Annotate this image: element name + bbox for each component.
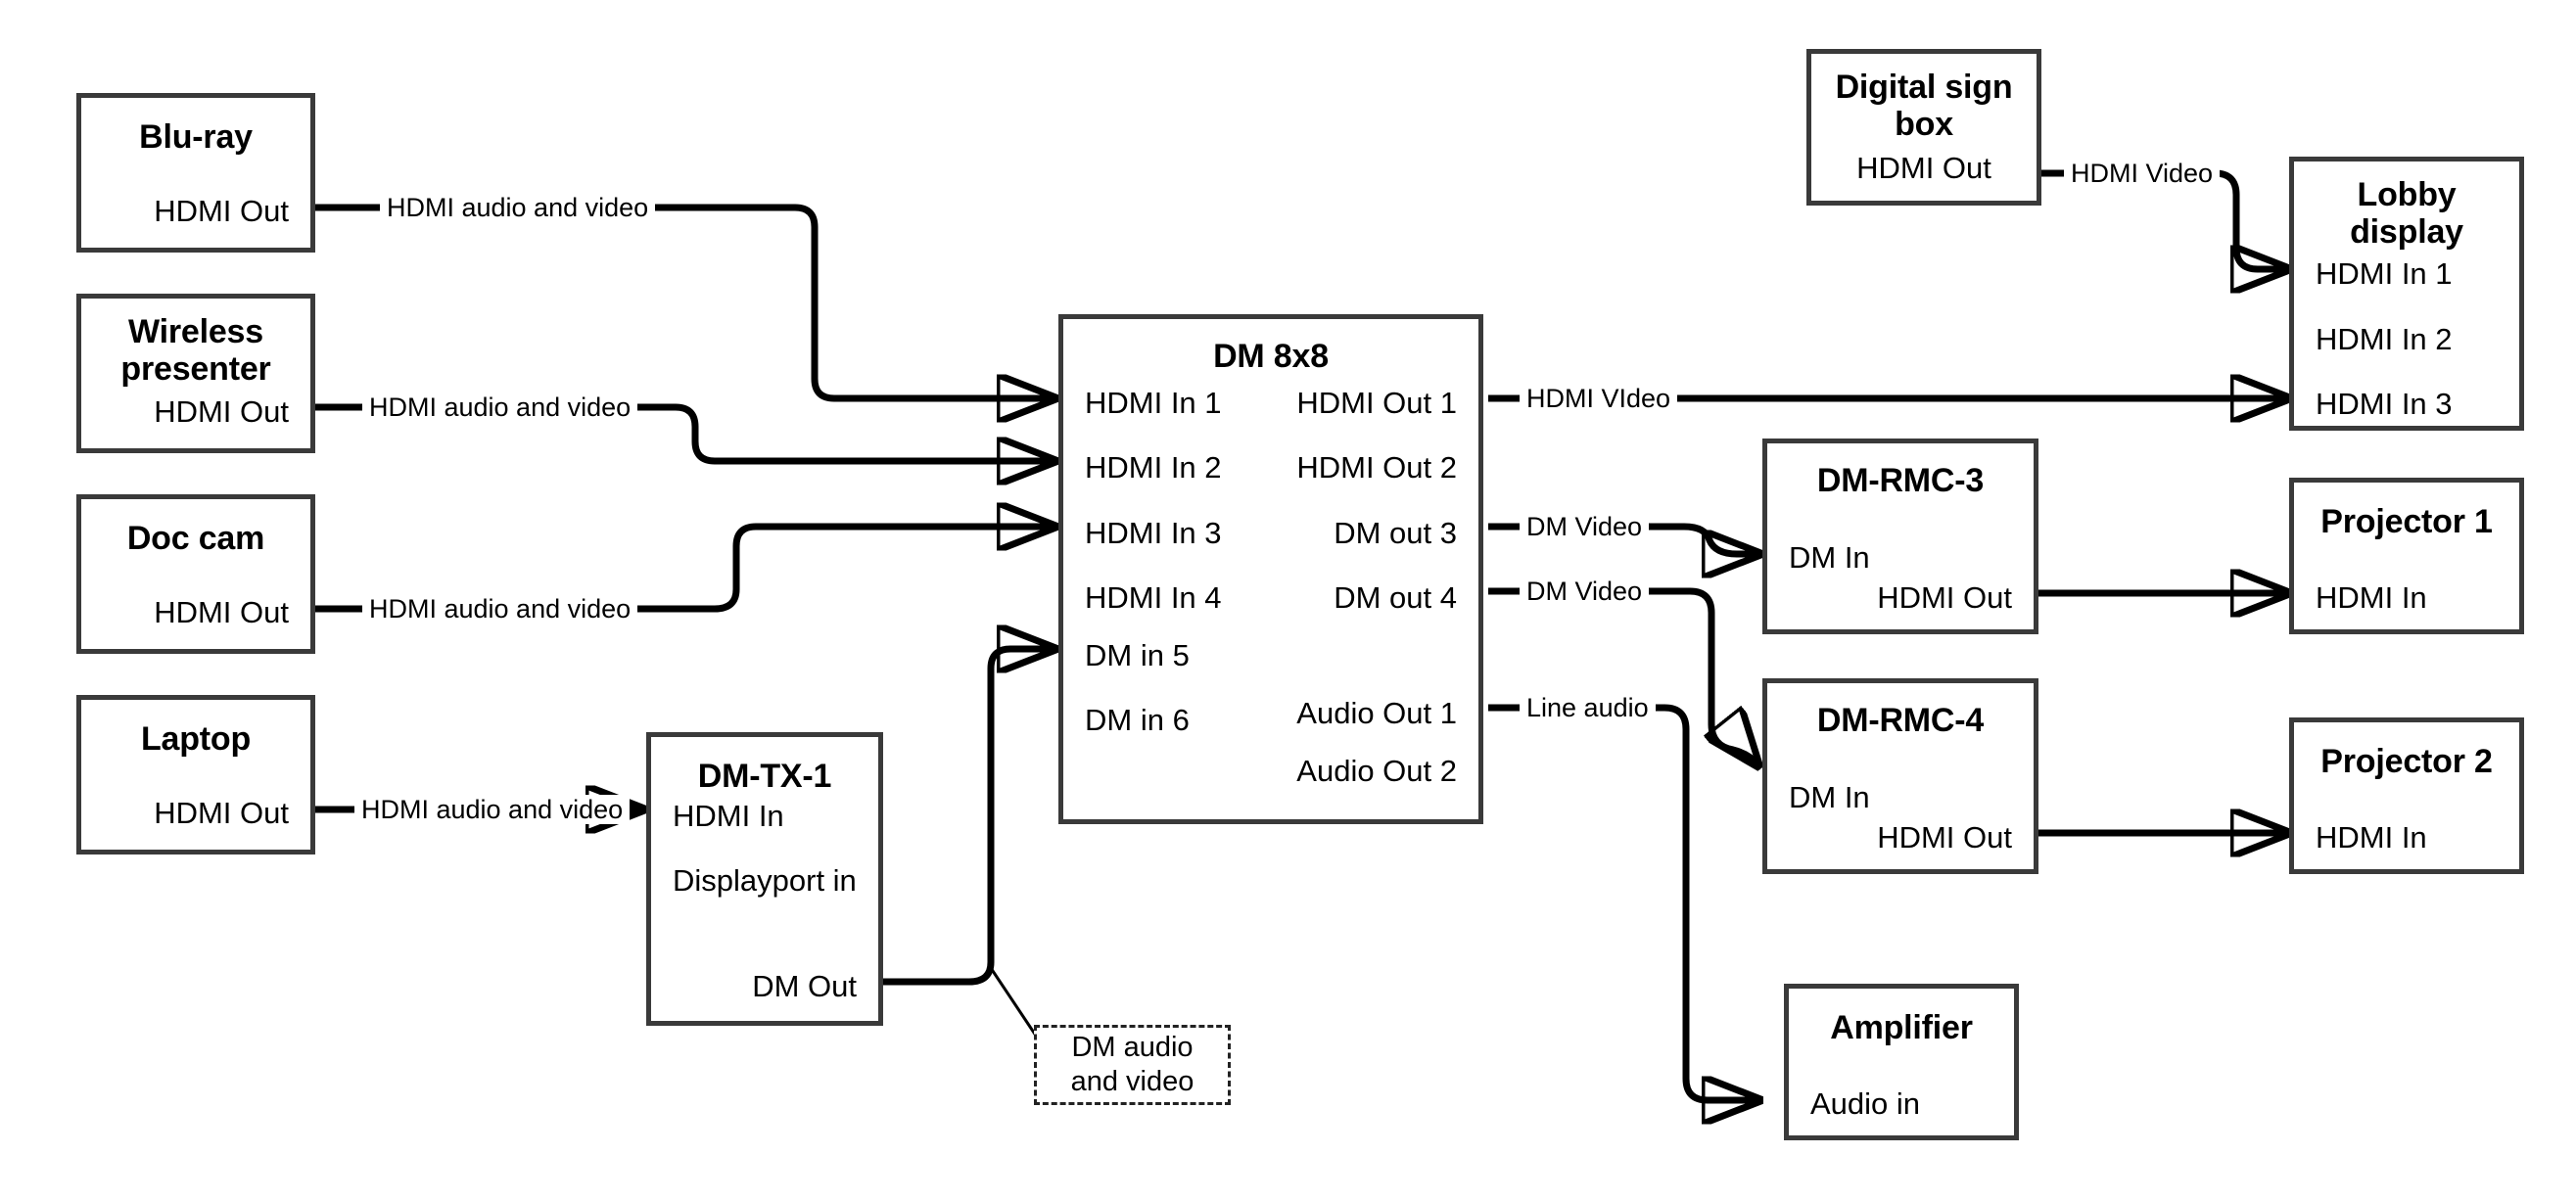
port-lobby-display-hdmi-in-2[interactable]: HDMI In 2 <box>2316 322 2453 356</box>
node-lobby-display-title-line2: display <box>2350 213 2463 251</box>
port-digital-sign-box-hdmi-out[interactable]: HDMI Out <box>1856 151 1991 185</box>
node-dm-rmc-4-title: DM-RMC-4 <box>1816 702 1985 739</box>
port-lobby-display-hdmi-in-3[interactable]: HDMI In 3 <box>2316 387 2453 421</box>
leader-line-dm-note <box>989 967 1042 1042</box>
port-doc-cam-hdmi-out[interactable]: HDMI Out <box>154 595 289 629</box>
node-amplifier[interactable]: Amplifier Audio in <box>1784 984 2019 1140</box>
wire-doccam-to-dm-in3 <box>315 527 1052 613</box>
wire-wireless-to-dm-in2 <box>315 403 1052 461</box>
node-digital-sign-box[interactable]: Digital sign box HDMI Out <box>1806 49 2041 206</box>
wire-dm-out3-to-rmc3 <box>1488 523 1756 554</box>
port-projector-1-hdmi-in[interactable]: HDMI In <box>2316 580 2427 615</box>
node-dm-tx-1[interactable]: DM-TX-1 HDMI In Displayport in DM Out <box>646 732 883 1026</box>
edge-label-dm-audio1-to-amp: Line audio <box>1520 693 1656 722</box>
port-dm-8x8-hdmi-out-2[interactable]: HDMI Out 2 <box>1296 450 1457 485</box>
port-dm-rmc-3-hdmi-out[interactable]: HDMI Out <box>1877 580 2012 615</box>
port-bluray-hdmi-out[interactable]: HDMI Out <box>154 194 289 228</box>
node-laptop[interactable]: Laptop HDMI Out <box>76 695 315 855</box>
port-dm-8x8-dm-in-6[interactable]: DM in 6 <box>1085 703 1190 737</box>
node-dm-rmc-4[interactable]: DM-RMC-4 DM In HDMI Out <box>1762 678 2038 874</box>
port-lobby-display-hdmi-in-1[interactable]: HDMI In 1 <box>2316 256 2453 291</box>
node-dm-rmc-3-title: DM-RMC-3 <box>1816 462 1985 499</box>
port-dm-8x8-hdmi-in-1[interactable]: HDMI In 1 <box>1085 386 1222 420</box>
edge-label-bluray-to-dm: HDMI audio and video <box>380 193 656 222</box>
edge-label-dm-out1-to-lobby: HDMI VIdeo <box>1520 384 1678 413</box>
port-dm-tx-1-hdmi-in[interactable]: HDMI In <box>673 799 784 833</box>
port-dm-8x8-dm-out-3[interactable]: DM out 3 <box>1334 516 1457 550</box>
node-doc-cam[interactable]: Doc cam HDMI Out <box>76 494 315 654</box>
node-projector-2[interactable]: Projector 2 HDMI In <box>2289 717 2524 874</box>
port-dm-rmc-4-dm-in[interactable]: DM In <box>1789 780 1870 814</box>
port-laptop-hdmi-out[interactable]: HDMI Out <box>154 796 289 830</box>
node-projector-1[interactable]: Projector 1 HDMI In <box>2289 478 2524 634</box>
node-doc-cam-title: Doc cam <box>126 520 265 557</box>
node-dm-tx-1-title: DM-TX-1 <box>697 758 832 795</box>
port-dm-8x8-hdmi-in-3[interactable]: HDMI In 3 <box>1085 516 1222 550</box>
node-digital-sign-box-title-line1: Digital sign <box>1835 69 2013 106</box>
node-wireless-presenter-title-line1: Wireless <box>128 313 263 350</box>
port-dm-8x8-hdmi-in-2[interactable]: HDMI In 2 <box>1085 450 1222 485</box>
node-lobby-display-title-line1: Lobby <box>2357 176 2457 213</box>
edge-label-doccam-to-dm: HDMI audio and video <box>362 594 638 624</box>
node-amplifier-title: Amplifier <box>1830 1009 1973 1046</box>
edge-label-sign-to-lobby: HDMI Video <box>2064 159 2221 188</box>
port-projector-2-hdmi-in[interactable]: HDMI In <box>2316 820 2427 855</box>
node-dm-8x8[interactable]: DM 8x8 HDMI In 1 HDMI In 2 HDMI In 3 HDM… <box>1058 314 1483 824</box>
wire-bluray-to-dm-in1 <box>315 204 1052 398</box>
node-bluray-title: Blu-ray <box>139 118 253 156</box>
wire-tx-to-dm-in5 <box>883 649 1052 986</box>
edge-label-wireless-to-dm: HDMI audio and video <box>362 393 638 422</box>
port-dm-rmc-3-dm-in[interactable]: DM In <box>1789 540 1870 575</box>
wire-dm-out4-to-rmc4 <box>1488 587 1756 763</box>
port-dm-8x8-audio-out-1[interactable]: Audio Out 1 <box>1296 696 1457 730</box>
port-dm-8x8-dm-out-4[interactable]: DM out 4 <box>1334 580 1457 615</box>
node-dm-8x8-title: DM 8x8 <box>1213 338 1329 375</box>
node-projector-2-title: Projector 2 <box>2320 743 2493 780</box>
node-wireless-presenter[interactable]: Wireless presenter HDMI Out <box>76 294 315 453</box>
port-dm-8x8-dm-in-5[interactable]: DM in 5 <box>1085 638 1190 672</box>
node-projector-1-title: Projector 1 <box>2320 503 2493 540</box>
node-bluray[interactable]: Blu-ray HDMI Out <box>76 93 315 253</box>
port-wireless-presenter-hdmi-out[interactable]: HDMI Out <box>154 394 289 429</box>
port-dm-tx-1-dm-out[interactable]: DM Out <box>752 969 857 1003</box>
annotation-dm-audio-and-video: DM audio and video <box>1034 1025 1231 1105</box>
node-laptop-title: Laptop <box>140 720 252 758</box>
port-dm-tx-1-displayport-in[interactable]: Displayport in <box>673 863 857 898</box>
wire-sign-to-lobby-in1 <box>2041 169 2285 269</box>
port-dm-8x8-hdmi-out-1[interactable]: HDMI Out 1 <box>1296 386 1457 420</box>
edge-label-dm-out4-to-rmc4: DM Video <box>1520 577 1650 606</box>
edge-label-dm-out3-to-rmc3: DM Video <box>1520 512 1650 541</box>
port-dm-rmc-4-hdmi-out[interactable]: HDMI Out <box>1877 820 2012 855</box>
port-dm-8x8-audio-out-2[interactable]: Audio Out 2 <box>1296 754 1457 788</box>
wire-dm-audio1-to-amplifier <box>1488 704 1756 1100</box>
edge-label-laptop-to-tx: HDMI audio and video <box>354 795 631 824</box>
port-amplifier-audio-in[interactable]: Audio in <box>1810 1086 1921 1121</box>
node-digital-sign-box-title-line2: box <box>1895 106 1953 143</box>
node-dm-rmc-3[interactable]: DM-RMC-3 DM In HDMI Out <box>1762 439 2038 634</box>
node-lobby-display[interactable]: Lobby display HDMI In 1 HDMI In 2 HDMI I… <box>2289 157 2524 431</box>
node-wireless-presenter-title-line2: presenter <box>120 350 271 388</box>
port-dm-8x8-hdmi-in-4[interactable]: HDMI In 4 <box>1085 580 1222 615</box>
